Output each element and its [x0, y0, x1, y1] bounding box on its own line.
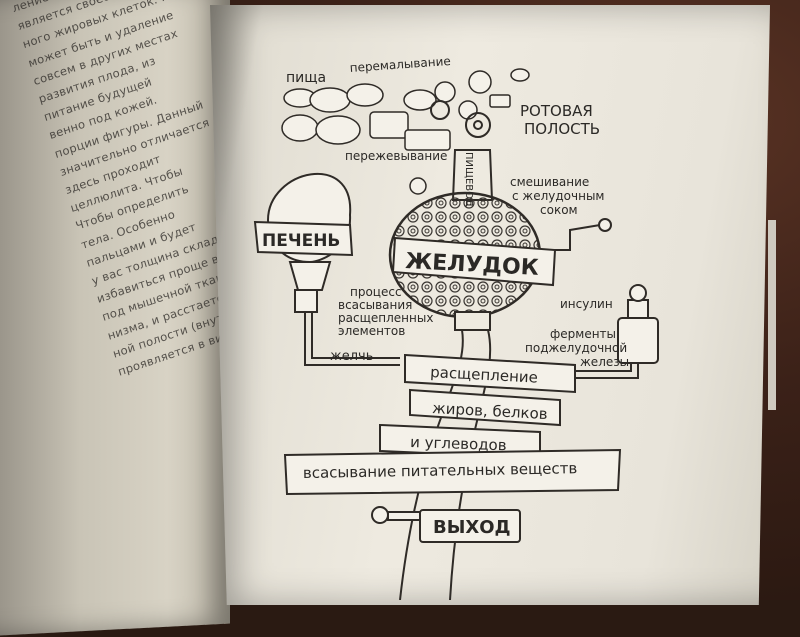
label-absorption-line1: процесс — [350, 285, 402, 299]
label-enzymes-line2: поджелудочной — [525, 341, 627, 355]
label-mouth-line1: РОТОВАЯ — [520, 102, 593, 120]
label-mouth-line2: ПОЛОСТЬ — [524, 120, 600, 138]
label-bile: желчь — [330, 349, 373, 364]
clock-icon — [409, 177, 427, 195]
label-absorption-line2: всасывания — [338, 298, 412, 312]
pancreas-flask-drawing — [617, 284, 659, 364]
page-edge — [768, 220, 776, 410]
label-mixing-line2: с желудочным — [512, 189, 604, 203]
liver-banner — [253, 220, 354, 257]
gear-icon — [430, 100, 491, 138]
stomach-banner — [391, 236, 557, 287]
label-esophagus: ПИЩЕВОД — [463, 152, 474, 207]
label-liver: ПЕЧЕНЬ — [262, 231, 340, 251]
label-enzymes-line3: железы — [580, 355, 629, 369]
valve-icon — [371, 506, 421, 524]
label-chewing: пережевывание — [345, 149, 447, 163]
digestion-illustration: пища перемалывание РОТОВАЯ ПОЛОСТЬ переж… — [253, 54, 659, 600]
label-absorption-line4: элементов — [338, 324, 405, 338]
label-insulin: инсулин — [560, 297, 613, 311]
label-splitting: расщепление — [430, 363, 539, 387]
label-enzymes-line1: ферменты — [550, 327, 616, 341]
label-exit: ВЫХОД — [433, 517, 511, 538]
label-carbs: и углеводов — [410, 433, 507, 454]
label-food: пища — [286, 70, 326, 86]
label-grinding: перемалывание — [349, 54, 451, 75]
label-absorption-line3: расщепленных — [338, 311, 433, 325]
crank-handle-drawing — [540, 218, 612, 251]
ribbons-drawing — [283, 353, 622, 543]
label-mixing-line3: соком — [540, 203, 578, 217]
label-nutrient-absorption: всасывание питательных веществ — [303, 459, 578, 482]
label-mixing-line1: смешивание — [510, 175, 589, 189]
